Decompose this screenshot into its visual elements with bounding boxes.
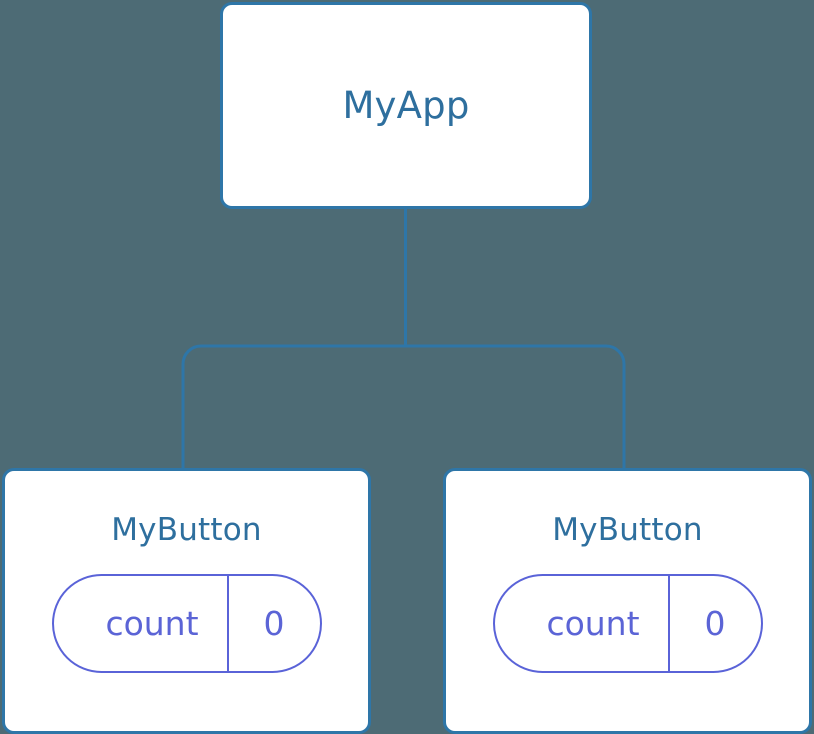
state-value: 0 <box>667 576 761 671</box>
edge-branch-left <box>181 344 406 470</box>
state-key: count <box>105 604 199 643</box>
state-pill[interactable]: count 0 <box>51 574 322 673</box>
node-title: MyButton <box>111 512 262 548</box>
tree-node-myapp[interactable]: MyApp <box>220 2 592 209</box>
edge-branch-right <box>405 344 626 470</box>
node-title: MyButton <box>552 512 703 548</box>
tree-node-mybutton-2[interactable]: MyButton count 0 <box>443 468 812 734</box>
state-value: 0 <box>226 576 320 671</box>
node-title: MyApp <box>342 84 470 127</box>
state-pill[interactable]: count 0 <box>492 574 763 673</box>
tree-node-mybutton-1[interactable]: MyButton count 0 <box>2 468 371 734</box>
state-key: count <box>546 604 640 643</box>
